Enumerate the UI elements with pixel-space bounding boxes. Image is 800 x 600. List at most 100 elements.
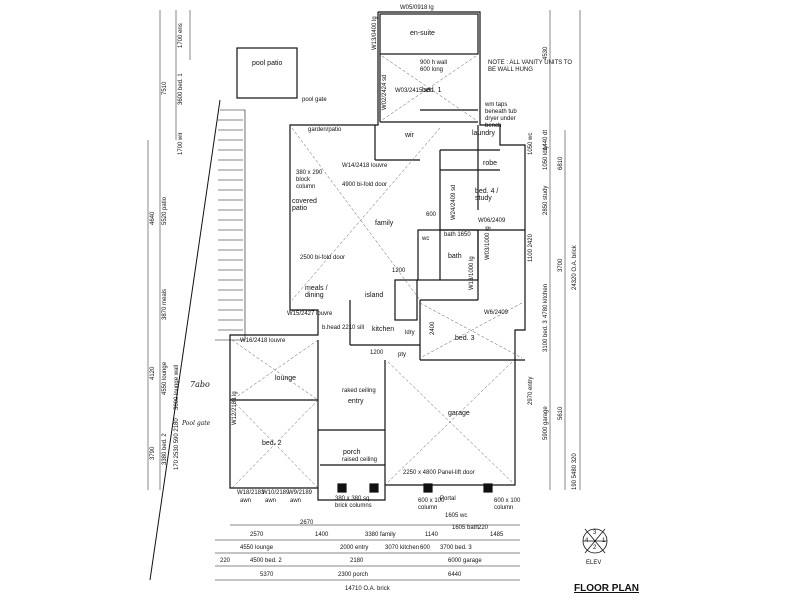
elev-number: 2 [593,545,597,551]
bed4-label: bed. 4 / study [475,188,499,202]
right-dimension: 3700 [558,258,564,272]
left-dimension: 7510 [162,81,168,95]
bottom-dimension: 220 [478,525,489,531]
dimension-note: 2400 [430,321,436,335]
laundry-label: laundry [472,130,495,137]
bottom-dimension: 3380 family [365,532,396,538]
lounge-label: lounge [275,375,297,382]
tub-note: wm taps beneath tub dryer under bench [485,102,517,129]
left-dimension: 3600 bed. 1 [178,73,184,105]
bottom-dimension: 4550 lounge [240,545,274,551]
elev-number: 1 [602,538,606,544]
plan-title: FLOOR PLAN [574,583,639,594]
outer-wall [229,11,526,501]
raked-ceiling-note: raked ceiling [342,388,376,394]
right-dimension: 2970 entry [528,376,534,405]
bed2-label: bed. 2 [262,440,282,447]
window-note: W13/1000 lg [469,256,475,290]
covered-patio-label: covered patio [292,198,317,212]
elev-number: 4 [585,538,589,544]
right-dimension: 2850 study [543,185,549,215]
brick-columns-note: 380 x 380 sq. brick columns [335,496,372,509]
garage-door-note: 2250 x 4800 Panel-lift door [403,470,475,476]
right-dimension: 1050 ldry [543,145,549,170]
bath-label: bath [448,253,462,260]
right-dimension: 1100 2420 [528,234,534,262]
bottom-dimension: 4500 bed. 2 [250,558,282,564]
awning-note: awn [265,498,277,504]
left-dimension: 3870 meals [162,288,168,320]
window-note: W18/2183 [237,490,265,496]
window-note: W05/0918 lg [400,5,434,11]
window-note: W12/2183 lg [232,391,238,425]
window-note: W06/2409 [478,218,506,224]
left-dimension: 1700 ens [178,23,184,48]
bath-dimension-note: bath 1650 [444,232,471,238]
window-note: W10/2189 [262,490,290,496]
awning-note: awn [240,498,252,504]
vanity-note: NOTE : ALL VANITY UNITS TO BE WALL HUNG [488,60,573,73]
pool-gate-handwritten-label: Pool gate [182,420,211,427]
door-note: 4900 bi-fold door [342,182,388,188]
porch-label: porch [343,449,361,456]
right-dimension: 5900 garage [543,406,549,440]
left-dimension: 170 2530 590 2180 [174,418,180,470]
left-dimension: 1700 wir [178,132,184,155]
bottom-dimension: 2180 [350,558,364,564]
door-note: 2500 bi-fold door [300,255,346,261]
right-dimension: 4780 kitchen [543,283,549,318]
window-note: W13/0400 lg [372,16,378,50]
garage-label: garage [448,410,470,417]
wir-label: wir [405,132,414,139]
window-note: W02/2424 sd [382,74,388,110]
entry-label: entry [348,398,364,405]
bottom-dimension: 6440 [448,572,462,578]
dimension-note: 1200 [392,268,406,274]
left-dimension: 3000 lounge wall [174,364,180,410]
meals-label: meals / dining [305,285,328,299]
bottom-dimension: 6000 garage [448,558,482,564]
bottom-dimension: 1400 [315,532,329,538]
right-dimension: 3100 bed. 3 [543,320,549,352]
window-note: W16/2418 louvre [240,338,286,344]
bottom-dimension: 2300 porch [338,572,369,578]
garden-patio-label: garden/patio [308,127,342,133]
block-column-note: 380 x 290 block column [296,170,323,190]
portal-note: Portal [440,496,456,502]
window-note: W03/2415 sd [395,88,431,94]
window-note: W15/2427 louvre [287,311,333,317]
bottom-dimension: 600 [420,545,431,551]
bottom-dimension: 220 [220,558,231,564]
right-dimension: 1050 wc [528,132,534,155]
bottom-dimension: 2000 entry [340,545,369,551]
right-dimension: 6810 [558,156,564,170]
bed3-label: bed. 3 [455,335,475,342]
right-dimension: 190 5480 320 [572,453,578,490]
bottom-dimension: 1485 [490,532,504,538]
awning-note: awn [290,498,302,504]
elev-label: ELEV [586,560,602,566]
window-note: W24/2409 sd [451,184,457,220]
bottom-dimension: 2570 [250,532,264,538]
left-dimension: 5520 patio [162,196,168,225]
bottom-dimension: 1605 bath [452,525,479,531]
dimension-note: 1200 [370,350,384,356]
bottom-dimension: 2670 [300,520,314,526]
left-dimension: 3380 bed. 2 [162,433,168,465]
column-note: 600 x 100 column [418,498,445,511]
patio-handwritten-label: 7abo [190,380,210,389]
bottom-dimension-overall: 14710 O.A. brick [345,586,390,592]
ldry-label: ldry [405,330,415,336]
wall-note: 900 h wall 600 long [420,60,448,73]
family-label: family [375,220,394,227]
bottom-dimension: 3070 kitchen [385,545,420,551]
raised-ceiling-note: raised ceiling [342,457,378,463]
bhead-note: b.head 2210 sill [322,325,365,331]
elev-number: 3 [593,530,597,536]
left-dimension: 4550 lounge [162,361,168,395]
window-note: W03/1000 lg [485,226,491,260]
bottom-dimension: 5370 [260,572,274,578]
kitchen-label: kitchen [372,326,395,333]
window-note: W14/2418 louvre [342,163,388,169]
